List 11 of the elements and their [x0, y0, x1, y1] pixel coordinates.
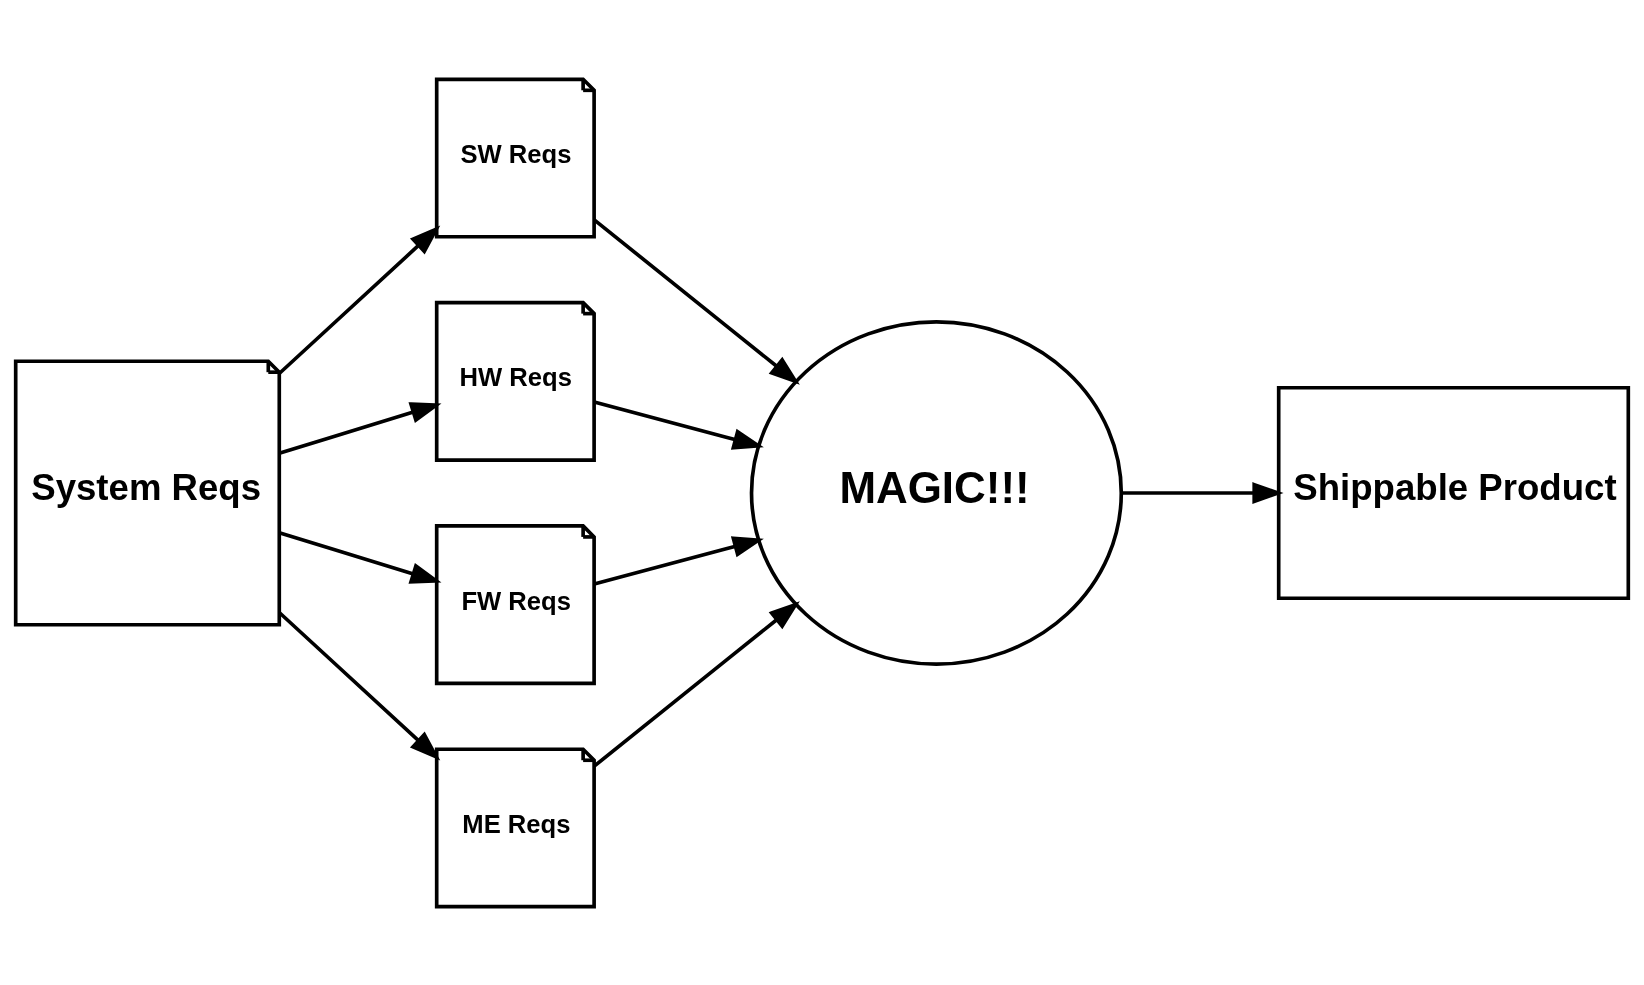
node-box: Shippable Product — [1276, 385, 1631, 600]
arrow — [278, 530, 442, 584]
arrow — [278, 610, 441, 761]
arrow — [593, 399, 764, 450]
node-circle: MAGIC!!! — [749, 319, 1124, 666]
arrow — [1121, 481, 1284, 504]
arrow — [593, 217, 800, 385]
arrow — [278, 224, 441, 375]
arrow — [593, 600, 800, 768]
arrow — [593, 535, 764, 586]
arrow — [278, 401, 442, 455]
